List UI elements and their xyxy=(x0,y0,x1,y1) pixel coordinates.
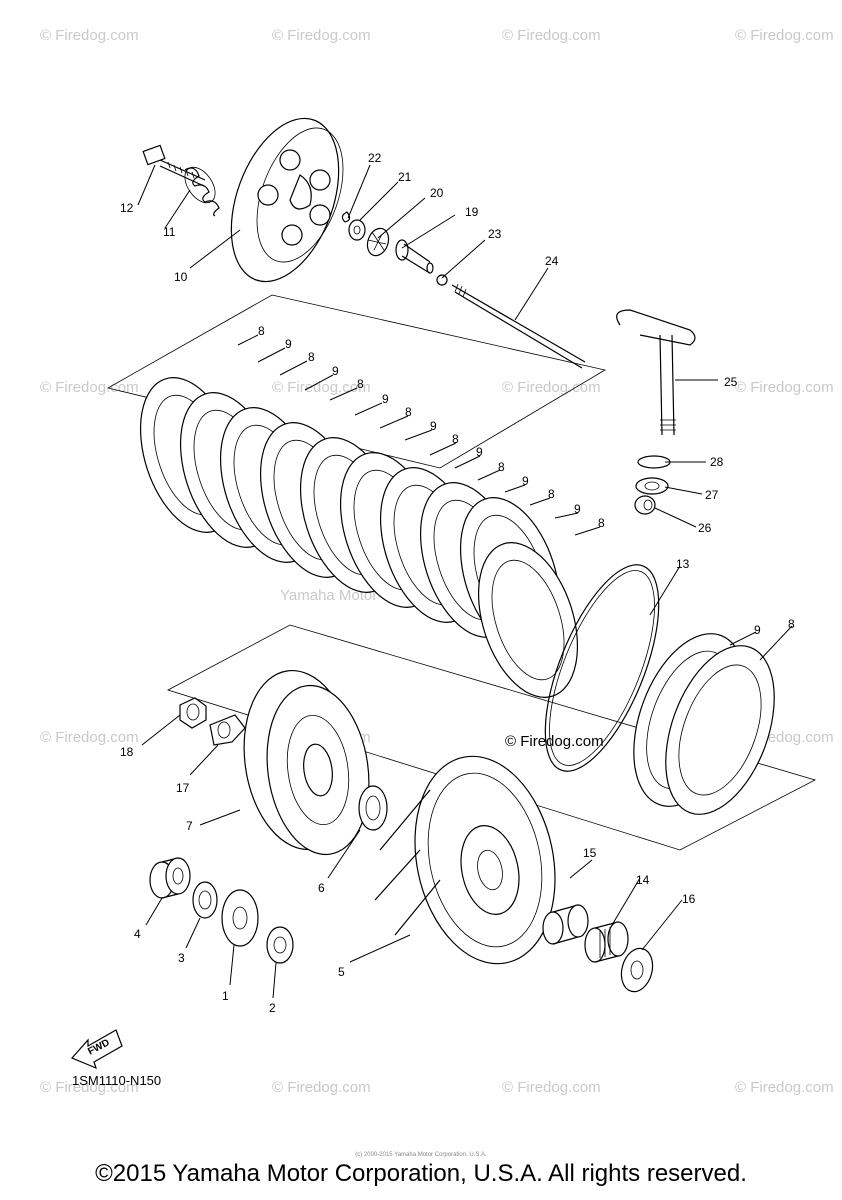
callouts: 1 2 3 4 5 6 7 8 8 8 8 8 8 8 8 8 9 9 9 9 … xyxy=(120,151,795,1015)
callout-8e: 8 xyxy=(452,432,459,446)
callout-19: 19 xyxy=(465,205,479,219)
part-17-lock-washer xyxy=(209,714,246,746)
callout-8f: 8 xyxy=(498,460,505,474)
callout-14: 14 xyxy=(636,873,650,887)
callout-13: 13 xyxy=(676,557,690,571)
part-2-collar xyxy=(266,926,294,964)
callout-9c: 9 xyxy=(382,392,389,406)
watermark: © Firedog.com xyxy=(40,27,139,44)
callout-23: 23 xyxy=(488,227,502,241)
callout-28: 28 xyxy=(710,455,724,469)
watermark: © Firedog.com xyxy=(272,1079,371,1096)
part-4-collar xyxy=(149,857,191,899)
part-14-needle-bearing xyxy=(584,921,629,963)
callout-8b: 8 xyxy=(308,350,315,364)
callout-8d: 8 xyxy=(405,405,412,419)
callout-8h: 8 xyxy=(598,516,605,530)
plate-stack xyxy=(139,377,579,698)
callout-2: 2 xyxy=(269,1001,276,1015)
tiny-credit: (c) 2000-2015 Yamaha Motor Corporation, … xyxy=(355,1152,487,1158)
callout-18: 18 xyxy=(120,745,134,759)
fwd-arrow: FWD xyxy=(70,1029,123,1070)
callout-9b: 9 xyxy=(332,364,339,378)
part-10-pressure-plate xyxy=(230,117,344,283)
watermark: © Firedog.com xyxy=(40,379,139,396)
callout-9g: 9 xyxy=(574,502,581,516)
part-7-clutch-boss xyxy=(243,669,370,856)
callout-22: 22 xyxy=(368,151,382,165)
callout-5: 5 xyxy=(338,965,345,979)
callout-8i: 8 xyxy=(788,617,795,631)
callout-10: 10 xyxy=(174,270,188,284)
watermark: © Firedog.com xyxy=(735,379,834,396)
callout-9e: 9 xyxy=(476,445,483,459)
callout-11: 11 xyxy=(163,225,176,239)
callout-4: 4 xyxy=(134,927,141,941)
part-1-gear xyxy=(221,889,259,947)
callout-9h: 9 xyxy=(754,623,761,637)
part-13-wire-ring xyxy=(544,564,660,772)
callout-12: 12 xyxy=(120,201,134,215)
part-24-push-rod xyxy=(451,283,586,369)
watermark: © Firedog.com xyxy=(272,379,371,396)
callout-8c: 8 xyxy=(357,377,364,391)
callout-16: 16 xyxy=(682,892,696,906)
copyright-notice: ©2015 Yamaha Motor Corporation, U.S.A. A… xyxy=(95,1160,747,1187)
parts-26-27-28 xyxy=(634,455,671,515)
callout-6: 6 xyxy=(318,881,325,895)
lower-plates xyxy=(633,633,775,815)
callout-7: 7 xyxy=(186,819,193,833)
watermark-layer: © Firedog.com © Firedog.com © Firedog.co… xyxy=(40,27,834,1096)
callout-25: 25 xyxy=(724,375,738,389)
callout-17: 17 xyxy=(176,781,190,795)
callout-1: 1 xyxy=(222,989,229,1003)
callout-20: 20 xyxy=(430,186,444,200)
callout-9d: 9 xyxy=(430,419,437,433)
callout-27: 27 xyxy=(705,488,719,502)
callout-24: 24 xyxy=(545,254,559,268)
firedog-label: © Firedog.com xyxy=(505,733,604,750)
watermark: © Firedog.com xyxy=(40,729,139,746)
callout-26: 26 xyxy=(698,521,712,535)
watermark: © Firedog.com xyxy=(272,27,371,44)
part-3-washer xyxy=(192,881,218,919)
leader-lines xyxy=(137,164,793,999)
callout-9f: 9 xyxy=(522,474,529,488)
watermark: © Firedog.com xyxy=(735,27,834,44)
callout-3: 3 xyxy=(178,951,185,965)
part-5-clutch-housing xyxy=(374,755,556,965)
part-6-thrust-washer xyxy=(358,785,388,831)
callout-9a: 9 xyxy=(285,337,292,351)
callout-15: 15 xyxy=(583,846,597,860)
part-25-lever-shaft xyxy=(616,309,696,436)
part-12-bolt xyxy=(142,144,206,187)
callout-21: 21 xyxy=(398,170,412,184)
callout-8g: 8 xyxy=(548,487,555,501)
push-rod-parts xyxy=(341,211,448,286)
watermark: © Firedog.com xyxy=(502,1079,601,1096)
part-11-spring xyxy=(184,166,220,217)
watermark: © Firedog.com xyxy=(502,27,601,44)
part-15-spacer xyxy=(542,904,589,945)
watermark: © Firedog.com xyxy=(502,379,601,396)
watermark: © Firedog.com xyxy=(40,1079,139,1096)
watermark: © Firedog.com xyxy=(735,1079,834,1096)
callout-8a: 8 xyxy=(258,324,265,338)
diagram-code: 1SM1110-N150 xyxy=(72,1073,161,1088)
part-18-nut xyxy=(179,697,207,729)
